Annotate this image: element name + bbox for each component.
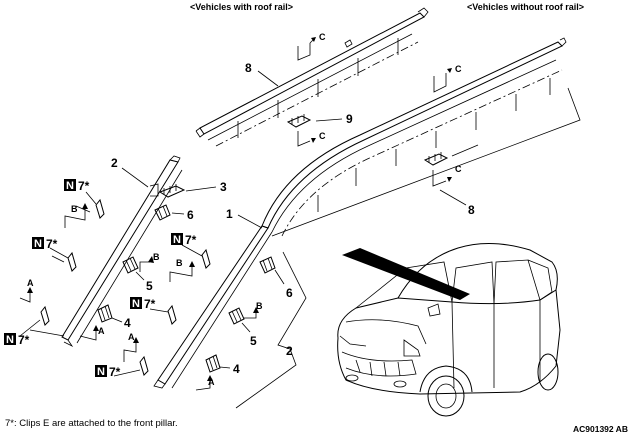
leader-9-top xyxy=(315,118,343,122)
part-9-top: 9 xyxy=(346,112,353,126)
view-arrow-a-center xyxy=(123,337,139,362)
roof-molding-without-rail xyxy=(261,37,567,237)
header-with-roof-rail: <Vehicles with roof rail> xyxy=(190,2,293,12)
svg-text:7*: 7* xyxy=(144,297,156,311)
n7-label-5: N 7* xyxy=(130,297,156,311)
part-2-right: 2 xyxy=(286,344,293,358)
part-5-left: 5 xyxy=(146,279,153,293)
view-ref-b-center-left: B xyxy=(153,252,160,262)
view-ref-c-right-clip: C xyxy=(455,164,462,174)
svg-text:7*: 7* xyxy=(109,365,121,379)
svg-text:N: N xyxy=(34,238,42,250)
part-4-left: 4 xyxy=(124,316,131,330)
roof-molding-with-rail xyxy=(195,7,429,147)
view-ref-c-top: C xyxy=(319,32,326,42)
part-6-left: 6 xyxy=(187,208,194,222)
part-8-top: 8 xyxy=(245,61,252,75)
leader-9-right xyxy=(451,144,479,157)
view-arrow-b-right xyxy=(244,307,259,319)
view-arrow-b-center xyxy=(169,261,195,282)
clip-9-right-icon xyxy=(423,152,449,166)
leader-1 xyxy=(237,214,263,229)
svg-text:N: N xyxy=(173,234,181,246)
bracket-left-clips xyxy=(29,205,91,337)
clip-4-right-icon xyxy=(205,354,221,373)
leader-6-right xyxy=(274,269,285,285)
leader-6-left xyxy=(171,212,185,215)
part-8-bottom: 8 xyxy=(468,203,475,217)
clip-4-left-icon xyxy=(97,304,113,323)
view-ref-a-center: A xyxy=(128,332,135,342)
view-arrow-b-left xyxy=(64,203,88,228)
front-pillar-molding-left xyxy=(61,155,183,348)
part-2-left: 2 xyxy=(111,156,118,170)
n7-label-4: N 7* xyxy=(171,233,197,247)
view-ref-b-right: B xyxy=(256,301,263,311)
pointer-arrow xyxy=(342,248,470,300)
n7-label-2: N 7* xyxy=(32,237,58,251)
clip-6-left-icon xyxy=(154,204,171,221)
view-arrow-a-right xyxy=(195,375,213,391)
view-ref-a-right: A xyxy=(208,377,215,387)
clip-9-top-icon xyxy=(286,114,312,128)
leader-4-right xyxy=(219,366,231,369)
svg-text:N: N xyxy=(66,180,74,192)
leader-8-bottom xyxy=(439,189,467,206)
clip-5-left-icon xyxy=(122,256,139,274)
n7-label-3: N 7* xyxy=(4,333,30,347)
part-4-right: 4 xyxy=(233,362,240,376)
figure-code: AC901392 AB xyxy=(573,424,628,434)
bracket-without-rail xyxy=(271,87,581,237)
svg-text:7*: 7* xyxy=(46,237,58,251)
view-ref-b-center: B xyxy=(176,258,183,268)
svg-text:7*: 7* xyxy=(185,233,197,247)
part-1: 1 xyxy=(226,207,233,221)
n7-label-6: N 7* xyxy=(95,365,121,379)
leader-8-top xyxy=(257,70,279,87)
svg-text:N: N xyxy=(97,366,105,378)
view-arrow-c-right-clip xyxy=(432,170,452,187)
bracket-2-right xyxy=(235,251,307,409)
leader-5-left xyxy=(135,271,145,281)
svg-text:N: N xyxy=(6,334,14,346)
view-arrow-c-right xyxy=(433,68,452,93)
svg-text:7*: 7* xyxy=(78,179,90,193)
footnote: 7*: Clips E are attached to the front pi… xyxy=(5,418,178,429)
clip-6-right-icon xyxy=(259,256,276,274)
view-ref-a-left: A xyxy=(27,278,34,288)
header-without-roof-rail: <Vehicles without roof rail> xyxy=(467,2,584,12)
n7-label-1: N 7* xyxy=(64,179,90,193)
view-ref-a-left-clip: A xyxy=(98,326,105,336)
leader-2-left xyxy=(121,167,149,188)
clip-3-icon xyxy=(149,183,186,198)
leader-5-right xyxy=(241,322,251,333)
view-arrow-c-top-clip xyxy=(297,131,316,147)
view-ref-b-left: B xyxy=(71,204,78,214)
leader-3 xyxy=(185,186,217,192)
n7-leaders xyxy=(19,191,203,377)
clip-5-right-icon xyxy=(228,307,245,325)
svg-text:7*: 7* xyxy=(18,333,30,347)
part-3: 3 xyxy=(220,180,227,194)
view-arrow-a-left-clip xyxy=(79,325,99,341)
svg-text:N: N xyxy=(132,298,140,310)
leader-4-left xyxy=(111,317,123,323)
front-pillar-molding-right xyxy=(153,225,273,389)
view-arrow-a-left xyxy=(19,287,33,303)
view-ref-c-right: C xyxy=(455,64,462,74)
suv-vehicle-illustration xyxy=(337,242,561,417)
part-5-right: 5 xyxy=(250,334,257,348)
clip-e-icons xyxy=(40,198,211,376)
view-ref-c-top-clip: C xyxy=(319,131,326,141)
part-6-right: 6 xyxy=(286,286,293,300)
view-arrow-c-top xyxy=(297,37,316,61)
view-arrow-b-center-left xyxy=(139,256,154,272)
